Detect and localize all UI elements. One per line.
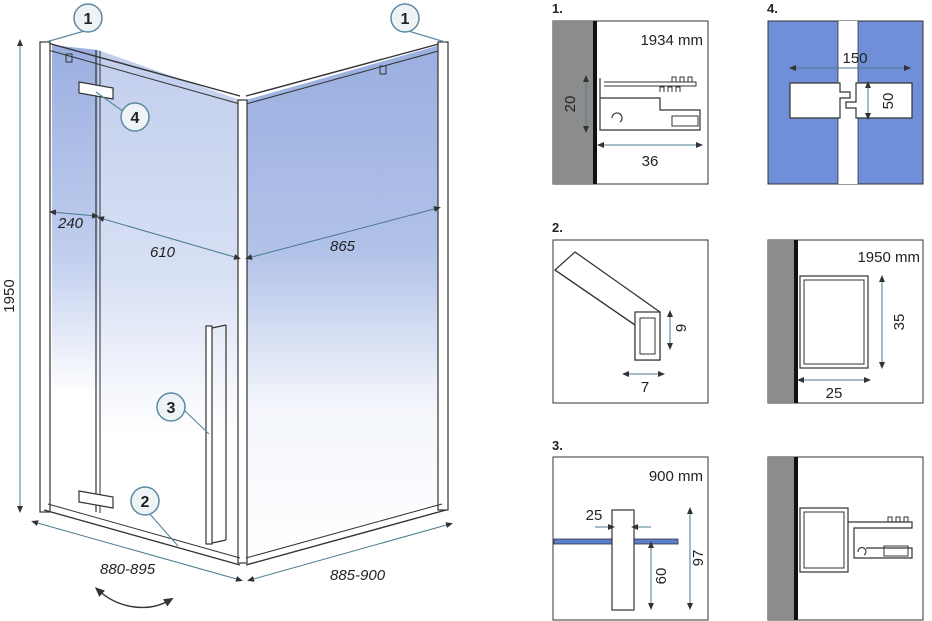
corner-post — [237, 99, 248, 564]
detail-1-label: 1. — [552, 1, 563, 16]
detail-5-length: 1950 mm — [857, 249, 920, 266]
side-panel-dim: 865 — [330, 238, 356, 255]
detail-2-label: 2. — [552, 220, 563, 235]
detail-3-label: 3. — [552, 438, 563, 453]
detail-2-width: 7 — [641, 379, 649, 396]
detail-5-height: 35 — [891, 314, 908, 331]
detail-1-wall-profile: 1. 1934 mm 20 36 — [552, 1, 709, 185]
top-frame-left — [43, 41, 241, 97]
detail-3-lower: 60 — [653, 568, 670, 585]
detail-5-post-profile: 1950 mm 35 25 — [767, 239, 924, 404]
detail-4-hinge: 4. 150 50 — [767, 1, 924, 185]
top-frame-right — [245, 41, 447, 97]
door-swing-arrow — [94, 587, 174, 609]
detail-1-height: 20 — [562, 96, 579, 113]
detail-6-door-profile — [767, 456, 924, 621]
door-panel-dim: 240 — [57, 215, 84, 232]
main-dimensions: 1950 240 610 865 880-895 885-900 — [1, 39, 453, 609]
left-wall-profile — [39, 41, 51, 513]
right-wall-profile — [437, 41, 449, 511]
detail-1-width: 36 — [642, 153, 659, 170]
callout-circle-1b — [390, 3, 420, 33]
detail-2-bar: 2. 9 7 — [552, 220, 709, 404]
detail-4-width: 150 — [842, 50, 867, 67]
callout-label-4: 4 — [131, 110, 140, 127]
callout-circle-2 — [130, 486, 160, 516]
front-glass-fixed — [52, 45, 98, 512]
callout-label-3: 3 — [167, 400, 176, 417]
callouts: 1 1 4 3 2 — [45, 3, 446, 547]
callout-circle-3 — [156, 392, 186, 422]
detail-3-seal: 3. 900 mm 25 60 97 — [552, 438, 709, 621]
door-width-dim: 610 — [150, 244, 176, 261]
callout-circle-1a — [73, 3, 103, 33]
detail-3-top: 25 — [586, 507, 603, 524]
front-range-dim: 880-895 — [100, 561, 156, 578]
hinge-bottom — [78, 490, 114, 509]
enclosure-drawing — [39, 41, 449, 566]
door-handle — [205, 325, 213, 545]
detail-4-label: 4. — [767, 1, 778, 16]
height-dim: 1950 — [1, 279, 18, 312]
detail-1-length: 1934 mm — [640, 32, 703, 49]
hinge-top — [78, 81, 114, 100]
detail-3-length: 900 mm — [649, 468, 703, 485]
callout-circle-4 — [120, 102, 150, 132]
detail-3-total: 97 — [690, 550, 707, 567]
detail-5-width: 25 — [826, 385, 843, 402]
callout-label-1a: 1 — [84, 11, 93, 28]
front-glass-door — [98, 50, 240, 560]
side-glass — [246, 45, 440, 560]
callout-label-2: 2 — [141, 494, 150, 511]
side-range-dim: 885-900 — [330, 567, 386, 584]
callout-label-1b: 1 — [401, 11, 410, 28]
detail-4-height: 50 — [880, 93, 897, 110]
detail-2-height: 9 — [673, 324, 690, 332]
